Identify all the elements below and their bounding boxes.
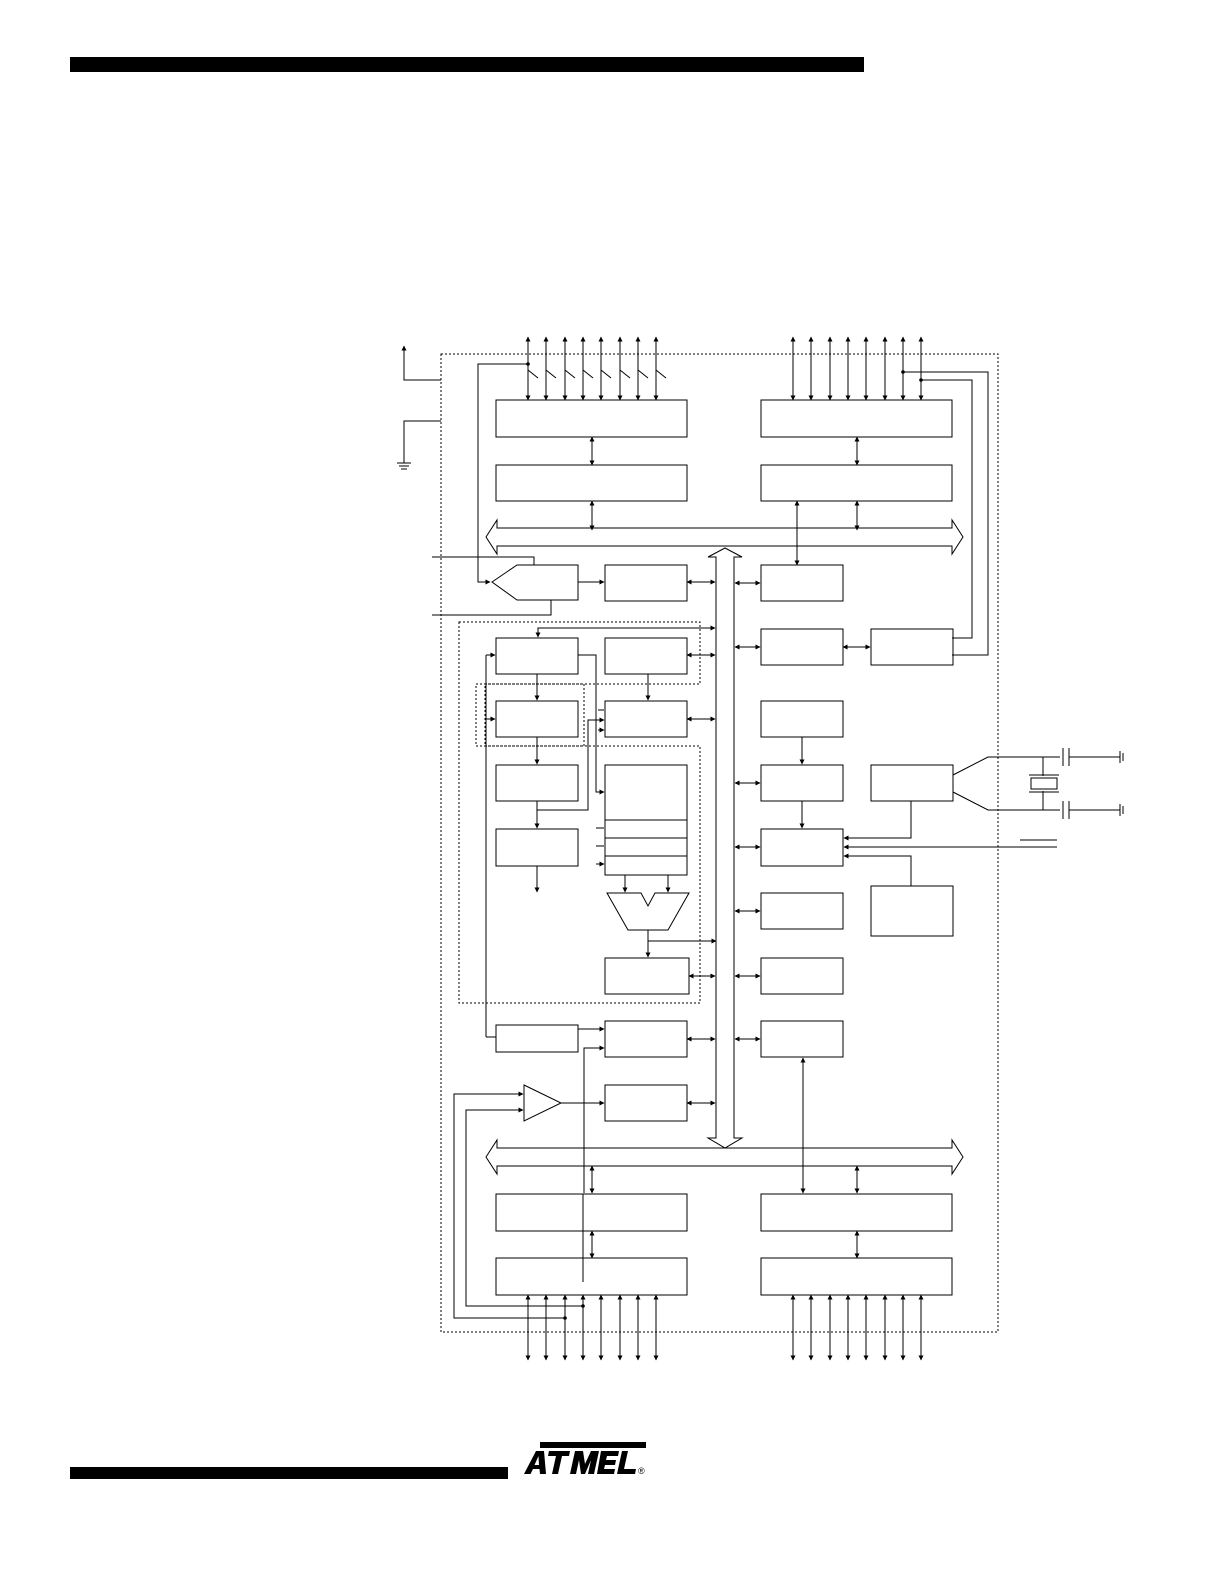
ground-icon-2 bbox=[1119, 804, 1124, 816]
port-d-drivers-box bbox=[495, 1257, 688, 1296]
cpu-core-region bbox=[458, 621, 701, 1004]
program-flash-box bbox=[495, 700, 579, 738]
port-c-register-box bbox=[760, 1193, 953, 1232]
adc-box bbox=[604, 1084, 688, 1122]
ain-feed-1 bbox=[453, 1091, 565, 1319]
port-c-pins bbox=[790, 1294, 924, 1361]
spi-control-box bbox=[760, 1020, 844, 1058]
alu-block bbox=[606, 892, 690, 931]
oscillator-box bbox=[870, 764, 954, 802]
upper-data-bus bbox=[485, 518, 964, 556]
timer-counter-2-box bbox=[760, 957, 844, 995]
status-register-box bbox=[604, 957, 690, 995]
chip-boundary bbox=[440, 353, 999, 1333]
port-a-drivers-box bbox=[495, 399, 688, 438]
instruction-region bbox=[475, 683, 585, 747]
ground-icon-1 bbox=[1119, 751, 1124, 763]
logo-wordmark bbox=[524, 1451, 636, 1474]
footer-bar bbox=[70, 1467, 508, 1479]
timing-control-box bbox=[870, 885, 954, 937]
port-a-taps bbox=[527, 369, 667, 379]
stack-pointer-box bbox=[604, 637, 688, 675]
crystal-icon bbox=[1030, 777, 1058, 790]
uart-box bbox=[870, 628, 954, 666]
port-b-drivers-box bbox=[760, 399, 953, 438]
watchdog-timer-box bbox=[760, 764, 844, 802]
xtal1-line bbox=[952, 756, 1060, 776]
atmel-logo bbox=[522, 1442, 652, 1476]
vcc-line bbox=[401, 345, 441, 381]
gnd-line bbox=[403, 420, 441, 463]
instruction-decoder-box bbox=[495, 828, 579, 867]
port-a-register-box bbox=[495, 464, 688, 502]
ain-feed-2 bbox=[465, 1107, 583, 1307]
mcu-control-register-box bbox=[760, 828, 844, 867]
interrupt-unit-box bbox=[760, 892, 844, 930]
sram-box bbox=[604, 700, 688, 738]
port-c-drivers-box bbox=[760, 1257, 953, 1296]
port-a-pins bbox=[525, 336, 659, 401]
analog-comparator-block bbox=[491, 564, 579, 601]
adc-comparator-triangle bbox=[523, 1084, 563, 1122]
port-b-feed-2 bbox=[921, 379, 973, 639]
timer-counter-box bbox=[760, 628, 844, 666]
port-d-pins bbox=[525, 1294, 659, 1361]
spi-box bbox=[604, 1020, 688, 1058]
ain1-line bbox=[432, 600, 552, 616]
port-b-pins bbox=[790, 336, 924, 401]
capacitor-2-icon bbox=[1062, 801, 1070, 819]
analog-feed-line bbox=[477, 363, 528, 585]
lower-data-bus bbox=[485, 1138, 964, 1176]
port-b-register-box bbox=[760, 464, 953, 502]
port-d-register-box bbox=[495, 1193, 688, 1232]
programming-logic-box bbox=[495, 1024, 579, 1053]
header-bar bbox=[70, 57, 864, 72]
program-counter-box bbox=[495, 637, 579, 675]
xtal2-line bbox=[952, 791, 1060, 811]
logo-swoosh bbox=[540, 1442, 646, 1448]
instruction-register-box bbox=[495, 764, 579, 802]
watchdog-oscillator-box bbox=[760, 700, 844, 738]
port-b-feed-1 bbox=[903, 371, 989, 656]
eeprom-box bbox=[760, 564, 844, 602]
ground-icon bbox=[397, 462, 411, 470]
registered-mark: ® bbox=[638, 1466, 645, 1476]
vertical-data-bus bbox=[706, 547, 744, 1149]
capacitor-1-icon bbox=[1062, 748, 1070, 766]
ain0-line bbox=[432, 556, 535, 565]
comparator-register-box bbox=[604, 564, 688, 602]
